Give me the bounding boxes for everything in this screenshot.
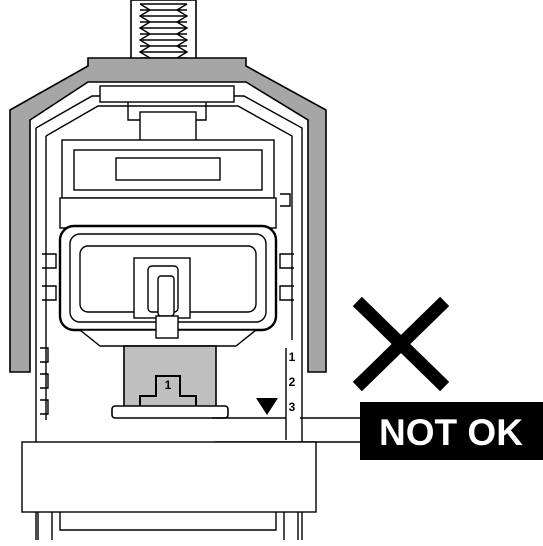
inner-shell [35,85,303,540]
scale-mark-2: 2 [289,375,296,389]
plunger-number-label: 1 [165,378,172,392]
base-block [21,441,317,540]
scale-mark-3: 3 [289,400,296,414]
verdict-label: NOT OK [379,412,523,453]
arrow-down-icon [256,398,278,415]
status-badge: NOT OK [360,402,543,460]
stem-assembly: 1 [78,315,258,419]
grey-housing [9,57,327,373]
depth-scale: 1 2 3 [40,340,300,440]
scale-mark-1: 1 [289,350,296,364]
plug-body [42,193,294,332]
cross-mark-icon [352,296,450,392]
threaded-connector [130,0,197,63]
